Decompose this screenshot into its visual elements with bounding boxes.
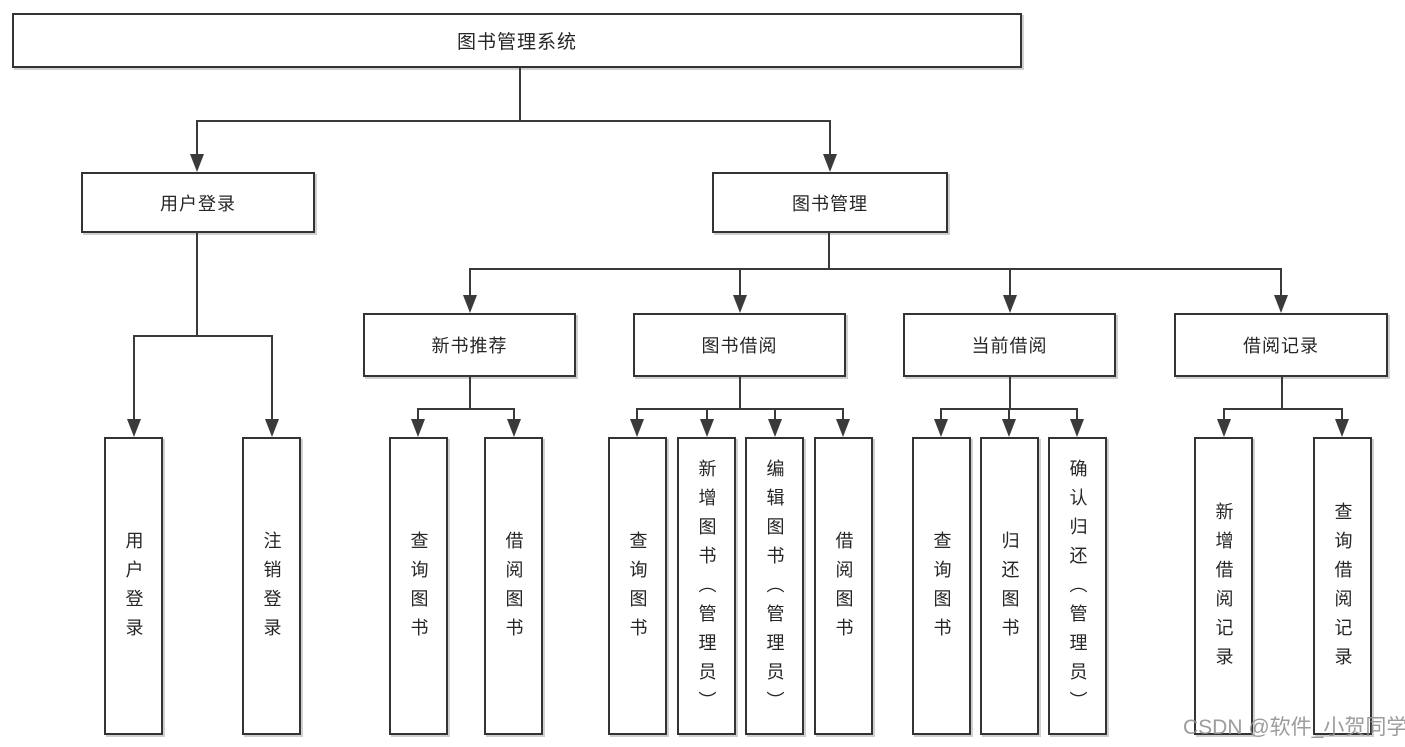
csdn-watermark: CSDN @软件_小贺同学 [1183, 716, 1405, 739]
leaf-confirm-return-admin: 确认归还（管理员） [1048, 437, 1107, 735]
connector-borrow-records-hline [1223, 408, 1343, 410]
leaf-user-login: 用户登录 [104, 437, 163, 735]
connector-drop [706, 408, 708, 421]
leaf-query-borrow-record: 查询借阅记录 [1313, 437, 1372, 735]
node-user-login: 用户登录 [81, 172, 315, 233]
connector-drop-book-borrow [739, 268, 741, 297]
leaf-edit-books-admin: 编辑图书（管理员） [745, 437, 804, 735]
connector-book-mgmt-hline [469, 268, 1282, 270]
arrowhead-down-icon [265, 419, 279, 437]
arrowhead-down-icon [1002, 419, 1016, 437]
arrowhead-down-icon [836, 419, 850, 437]
leaf-query-books-borrowing: 查询图书 [608, 437, 667, 735]
connector-drop [636, 408, 638, 421]
connector-drop [513, 408, 515, 421]
connector-root-stem [519, 68, 521, 122]
leaf-borrow-books: 借阅图书 [814, 437, 873, 735]
arrowhead-down-icon [630, 419, 644, 437]
arrowhead-down-icon [823, 154, 837, 172]
connector-book-mgmt-stem [828, 233, 830, 270]
connector-drop-current-borrow [1009, 268, 1011, 297]
connector-user-login-hline [133, 335, 273, 337]
connector-borrow-records-stem [1281, 377, 1283, 410]
connector-new-book-stem [469, 377, 471, 410]
arrowhead-down-icon [1274, 295, 1288, 313]
leaf-borrow-books-recommend: 借阅图书 [484, 437, 543, 735]
arrowhead-down-icon [768, 419, 782, 437]
arrowhead-down-icon [190, 154, 204, 172]
node-new-book-recommendation: 新书推荐 [363, 313, 576, 377]
node-book-management: 图书管理 [712, 172, 948, 233]
connector-drop [940, 408, 942, 421]
connector-current-borrow-stem [1009, 377, 1011, 410]
arrowhead-down-icon [934, 419, 948, 437]
connector-drop [1008, 408, 1010, 421]
arrowhead-down-icon [507, 419, 521, 437]
leaf-add-borrow-record: 新增借阅记录 [1194, 437, 1253, 735]
connector-drop-user-login [196, 120, 198, 156]
connector-drop-borrow-records [1280, 268, 1282, 297]
connector-drop [774, 408, 776, 421]
connector-drop [1223, 408, 1225, 421]
arrowhead-down-icon [1217, 419, 1231, 437]
connector-book-borrow-stem [739, 377, 741, 410]
arrowhead-down-icon [1335, 419, 1349, 437]
connector-drop [1341, 408, 1343, 421]
leaf-query-books-current: 查询图书 [912, 437, 971, 735]
arrowhead-down-icon [733, 295, 747, 313]
connector-drop-book-management [829, 120, 831, 156]
connector-drop-logout-leaf [271, 335, 273, 421]
arrowhead-down-icon [127, 419, 141, 437]
connector-new-book-hline [417, 408, 515, 410]
arrowhead-down-icon [700, 419, 714, 437]
connector-user-login-stem [196, 233, 198, 337]
connector-book-borrow-hline [636, 408, 844, 410]
leaf-query-books-recommend: 查询图书 [389, 437, 448, 735]
arrowhead-down-icon [1003, 295, 1017, 313]
node-borrowing-records: 借阅记录 [1174, 313, 1388, 377]
arrowhead-down-icon [1070, 419, 1084, 437]
arrowhead-down-icon [463, 295, 477, 313]
leaf-logout: 注销登录 [242, 437, 301, 735]
connector-drop [417, 408, 419, 421]
connector-drop [842, 408, 844, 421]
connector-drop-new-book [469, 268, 471, 297]
leaf-add-books-admin: 新增图书（管理员） [677, 437, 736, 735]
leaf-return-books: 归还图书 [980, 437, 1039, 735]
node-book-borrowing: 图书借阅 [633, 313, 846, 377]
connector-root-hline [196, 120, 831, 122]
node-current-borrowing: 当前借阅 [903, 313, 1116, 377]
connector-drop [1076, 408, 1078, 421]
node-library-management-system: 图书管理系统 [12, 13, 1022, 68]
arrowhead-down-icon [411, 419, 425, 437]
connector-drop-login-leaf [133, 335, 135, 421]
